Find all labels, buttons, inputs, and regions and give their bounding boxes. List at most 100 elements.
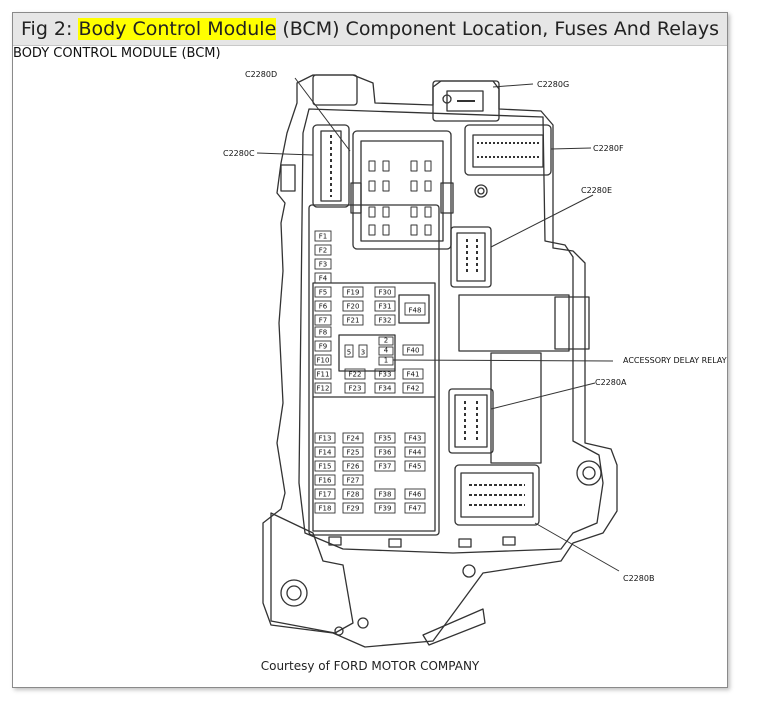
connector-c2280b (454, 464, 540, 526)
fuse-f20: F20 (342, 300, 364, 312)
label-c2280e: C2280E (581, 186, 612, 195)
svg-text:F4: F4 (319, 275, 328, 283)
fuse-f18: F18 (314, 502, 336, 514)
svg-text:F8: F8 (319, 329, 327, 337)
svg-text:F11: F11 (317, 371, 330, 379)
fuse-f31: F31 (374, 300, 396, 312)
svg-text:F23: F23 (349, 385, 362, 393)
fuse-f5: F5 (314, 286, 332, 298)
fuse-f14: F14 (314, 446, 336, 458)
fuse-f21: F21 (342, 314, 364, 326)
svg-text:F1: F1 (319, 233, 327, 241)
fuse-f4: F4 (314, 272, 332, 284)
fuse-f42: F42 (402, 382, 424, 394)
svg-text:F27: F27 (347, 477, 360, 485)
svg-text:F40: F40 (407, 347, 420, 355)
label-relay: ACCESSORY DELAY RELAY (623, 356, 727, 365)
svg-text:F2: F2 (319, 247, 327, 255)
fuse-f30: F30 (374, 286, 396, 298)
svg-text:F32: F32 (379, 317, 392, 325)
label-c2280c: C2280C (223, 149, 255, 158)
svg-text:F33: F33 (379, 371, 392, 379)
fuse-f32: F32 (374, 314, 396, 326)
fuse-f15: F15 (314, 460, 336, 472)
fuse-f24: F24 (342, 432, 364, 444)
svg-text:F26: F26 (347, 463, 360, 471)
figure-frame: Fig 2: Body Control Module (BCM) Compone… (12, 12, 728, 688)
svg-text:2: 2 (384, 337, 388, 345)
svg-text:F12: F12 (317, 385, 330, 393)
caption-suffix: (BCM) Component Location, Fuses And Rela… (276, 18, 720, 40)
label-c2280a: C2280A (595, 378, 627, 387)
label-c2280b: C2280B (623, 574, 654, 583)
fuse-f39: F39 (374, 502, 396, 514)
svg-text:4: 4 (384, 347, 389, 355)
connector-c2280a (448, 388, 494, 454)
svg-text:F30: F30 (379, 289, 392, 297)
svg-text:F35: F35 (379, 435, 392, 443)
fuse-f28: F28 (342, 488, 364, 500)
svg-text:1: 1 (384, 357, 388, 365)
fuse-f22: F22 (344, 368, 366, 380)
svg-text:F28: F28 (347, 491, 360, 499)
label-c2280g: C2280G (537, 80, 569, 89)
fuse-f12: F12 (314, 382, 332, 394)
fuse-f48: F48 (404, 302, 426, 316)
svg-text:F44: F44 (409, 449, 422, 457)
fuse-f38: F38 (374, 488, 396, 500)
fuse-f3: F3 (314, 258, 332, 270)
svg-text:F36: F36 (379, 449, 392, 457)
fuse-f23: F23 (344, 382, 366, 394)
fuse-f36: F36 (374, 446, 396, 458)
connector-c2280g (432, 80, 500, 122)
svg-text:F22: F22 (349, 371, 362, 379)
mount-hole-bottom (462, 564, 476, 578)
svg-text:F16: F16 (319, 477, 332, 485)
fuse-f26: F26 (342, 460, 364, 472)
fuse-f37: F37 (374, 460, 396, 472)
svg-text:F20: F20 (347, 303, 360, 311)
bcm-diagram: C2280D C2280C C2280G C2280F C2280E ACCES… (223, 70, 727, 648)
fuse-2: 2 (378, 337, 394, 346)
fuse-f17: F17 (314, 488, 336, 500)
svg-text:F21: F21 (347, 317, 360, 325)
fuse-f47: F47 (404, 502, 426, 514)
fuse-f27: F27 (342, 474, 364, 486)
svg-text:F5: F5 (319, 289, 327, 297)
caption-highlight: Body Control Module (78, 18, 277, 40)
svg-text:5: 5 (347, 349, 351, 357)
svg-text:F45: F45 (409, 463, 422, 471)
svg-text:F24: F24 (347, 435, 360, 443)
credit-line: Courtesy of FORD MOTOR COMPANY (260, 659, 480, 673)
caption-bar: Fig 2: Body Control Module (BCM) Compone… (13, 13, 727, 46)
mounting-bracket (270, 512, 354, 634)
svg-text:F42: F42 (407, 385, 420, 393)
fuse-f44: F44 (404, 446, 426, 458)
fuse-f1: F1 (314, 230, 332, 242)
relay-block (338, 334, 396, 372)
fuse-f8: F8 (314, 326, 332, 338)
fuse-4: 4 (378, 347, 394, 356)
fuse-f19: F19 (342, 286, 364, 298)
svg-text:F29: F29 (347, 505, 360, 513)
fuse-3: 3 (358, 344, 368, 358)
label-c2280f: C2280F (593, 144, 624, 153)
fuse-f46: F46 (404, 488, 426, 500)
fuse-5: 5 (344, 344, 354, 358)
fuse-f13: F13 (314, 432, 336, 444)
svg-text:F7: F7 (319, 317, 327, 325)
fuse-f45: F45 (404, 460, 426, 472)
svg-text:F39: F39 (379, 505, 392, 513)
connector-c2280f (464, 124, 552, 176)
fuse-f43: F43 (404, 432, 426, 444)
svg-text:F25: F25 (347, 449, 360, 457)
fuse-f35: F35 (374, 432, 396, 444)
fuse-f34: F34 (374, 382, 396, 394)
fuse-f2: F2 (314, 244, 332, 256)
mount-hole-left (280, 579, 308, 607)
diagram-subtitle: BODY CONTROL MODULE (BCM) (13, 46, 221, 61)
fuse-f10: F10 (314, 354, 332, 366)
svg-text:F34: F34 (379, 385, 392, 393)
fuse-f16: F16 (314, 474, 336, 486)
fuse-1: 1 (378, 357, 394, 366)
